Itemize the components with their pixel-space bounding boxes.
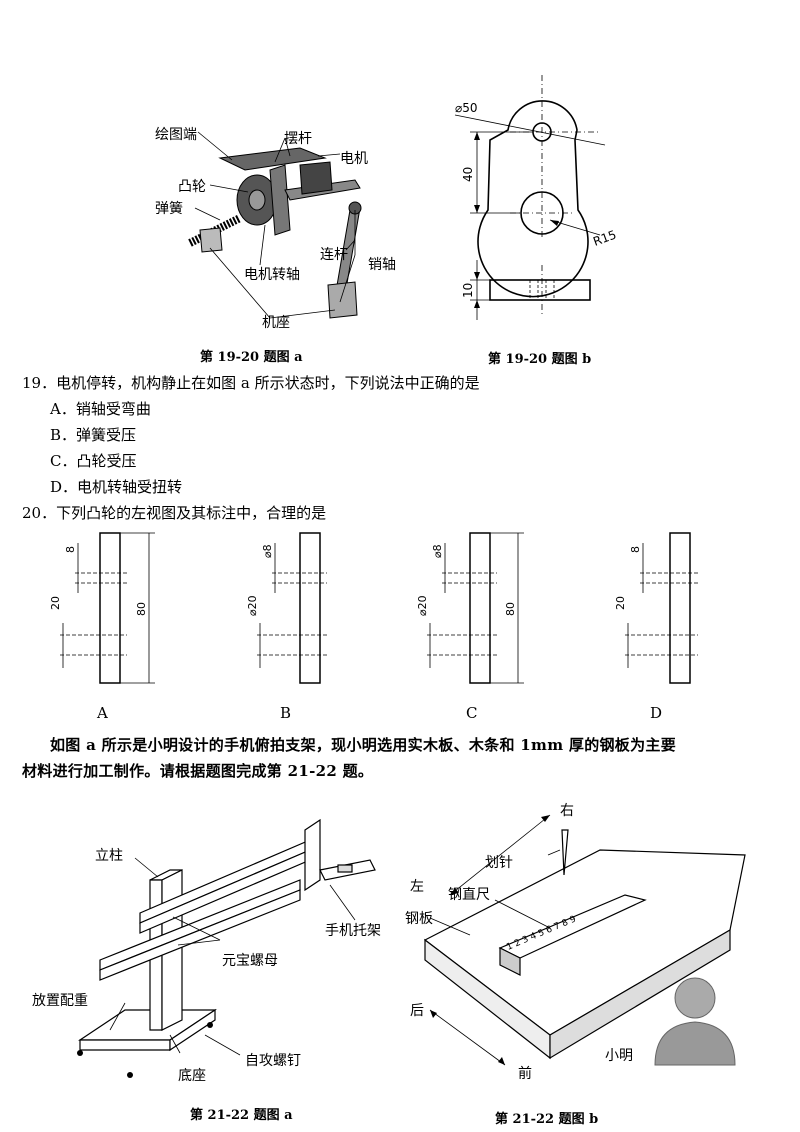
label-counterweight: 放置配重	[32, 993, 88, 1009]
q20-option-c[interactable]: C	[466, 704, 478, 722]
label-right: 右	[560, 803, 574, 819]
label-column: 立柱	[95, 848, 123, 864]
q20-option-d[interactable]: D	[650, 704, 663, 722]
base-drawing	[199, 227, 223, 253]
person-icon	[654, 977, 736, 1066]
dim-r15: R15	[591, 228, 618, 249]
caption-fig-2122-b: 第 21-22 题图 b	[495, 1112, 599, 1127]
q20-c-dim2: ⌀20	[416, 595, 429, 616]
q20-option-a[interactable]: A	[97, 704, 108, 722]
q20-view-b: ⌀8 ⌀20	[246, 532, 327, 684]
label-motor: 电机	[340, 151, 368, 167]
q20-view-d: 8 20	[614, 532, 698, 684]
label-phone-holder: 手机托架	[325, 923, 381, 939]
q20-a-dim3: 80	[135, 602, 148, 616]
q20-d-dim1: 8	[629, 546, 642, 553]
label-self-tap-screw: 自攻螺钉	[245, 1053, 301, 1069]
label-steel-plate: 钢板	[405, 911, 433, 927]
label-back: 后	[410, 1003, 424, 1019]
label-wing-nut: 元宝螺母	[222, 953, 278, 969]
spring-drawing	[188, 214, 242, 247]
label-pin: 销轴	[368, 257, 396, 273]
caption-fig-2122-a: 第 21-22 题图 a	[190, 1108, 293, 1123]
label-swing-rod: 摆杆	[284, 131, 312, 147]
label-xiaoming: 小明	[605, 1048, 633, 1064]
cam-engineering-drawing: ⌀50 40 R15 10	[454, 75, 618, 320]
label-steel-ruler: 钢直尺	[448, 887, 490, 903]
caption-fig-1920-b: 第 19-20 题图 b	[488, 352, 592, 367]
mechanism-figure	[188, 131, 362, 319]
q19-option-b[interactable]: B．弹簧受压	[50, 426, 137, 444]
phone-stand-figure	[77, 818, 376, 1078]
label-scriber: 划针	[485, 855, 513, 871]
q19-option-d[interactable]: D．电机转轴受扭转	[50, 478, 183, 496]
motor-drawing	[299, 161, 333, 195]
label-base-2122: 底座	[178, 1068, 206, 1084]
label-front: 前	[518, 1066, 532, 1082]
dim-40: 40	[461, 167, 475, 182]
dim-phi50: ⌀50	[455, 101, 478, 115]
q20-view-a: 8 20 80	[49, 532, 155, 684]
q20-b-dim1: ⌀8	[261, 544, 274, 558]
label-spring: 弹簧	[155, 201, 183, 217]
q20-a-dim2: 20	[49, 596, 62, 610]
q19-option-c[interactable]: C．凸轮受压	[50, 452, 137, 470]
label-connecting-rod: 连杆	[320, 247, 348, 263]
label-base: 机座	[262, 315, 290, 331]
marking-figure: 1 2 3 4 5 6 7 8 9	[423, 814, 746, 1066]
caption-fig-1920-a: 第 19-20 题图 a	[200, 350, 303, 365]
q20-view-c: ⌀8 ⌀20 80	[416, 532, 524, 684]
q19-stem: 19．电机停转，机构静止在如图 a 所示状态时，下列说法中正确的是	[22, 374, 480, 392]
intro-line-2: 材料进行加工制作。请根据题图完成第 21-22 题。	[22, 762, 374, 780]
label-left: 左	[410, 879, 424, 895]
label-cam: 凸轮	[178, 179, 206, 195]
q20-b-dim2: ⌀20	[246, 595, 259, 616]
dim-10: 10	[461, 283, 475, 298]
q20-c-dim1: ⌀8	[431, 544, 444, 558]
q20-d-dim2: 20	[614, 596, 627, 610]
q20-a-dim1: 8	[64, 546, 77, 553]
q20-c-dim3: 80	[504, 602, 517, 616]
q19-option-a[interactable]: A．销轴受弯曲	[50, 400, 151, 418]
q20-option-b[interactable]: B	[280, 704, 292, 722]
label-draw-end: 绘图端	[155, 127, 197, 143]
intro-line-1: 如图 a 所示是小明设计的手机俯拍支架，现小明选用实木板、木条和 1mm 厚的钢…	[50, 736, 676, 754]
swing-rod-drawing	[218, 147, 327, 171]
q20-stem: 20．下列凸轮的左视图及其标注中，合理的是	[22, 504, 327, 522]
label-motor-shaft: 电机转轴	[244, 267, 300, 283]
